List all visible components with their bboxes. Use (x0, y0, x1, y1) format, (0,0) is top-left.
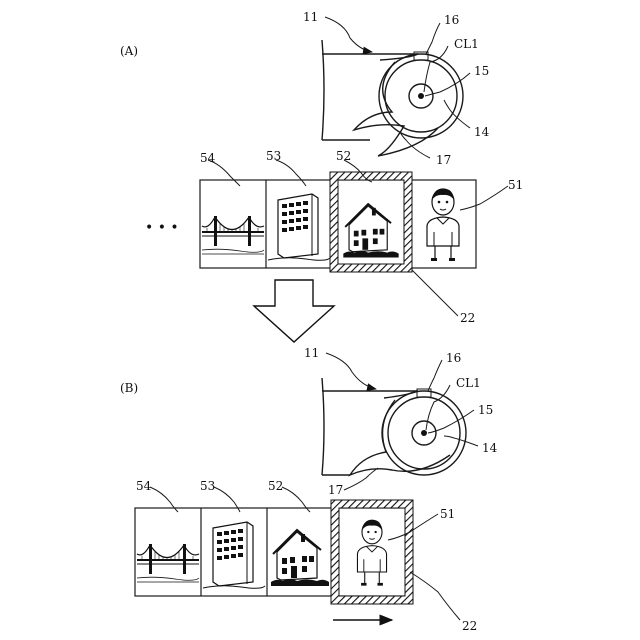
panel-a: (A) 11 16 CL1 15 14 17 (120, 10, 523, 325)
ref-53-a: 53 (266, 149, 281, 163)
ref-51-a: 51 (508, 178, 523, 192)
ref-15-b: 15 (478, 403, 493, 417)
feed-mechanism-b (322, 378, 466, 475)
leader-14-b (444, 436, 478, 446)
photo-person-a (427, 189, 459, 261)
leader-14-a (444, 100, 470, 128)
ellipsis: • • • (145, 220, 179, 236)
feed-mechanism-a (322, 40, 463, 156)
leader-11-b (326, 353, 376, 389)
ref-11-a: 11 (303, 10, 318, 24)
panel-b: (B) 11 16 CL1 15 14 17 (120, 346, 498, 633)
photo-strip-b (135, 500, 413, 604)
photo-building-a (268, 194, 330, 260)
ref-52-b: 52 (268, 479, 283, 493)
ref-52-a: 52 (336, 149, 351, 163)
photo-house-a (343, 204, 398, 257)
section-label-b: (B) (120, 381, 138, 395)
belt-break-line (322, 378, 324, 475)
guide-curl (354, 62, 438, 156)
ref-cl1-a: CL1 (454, 37, 479, 51)
ref-16-b: 16 (446, 351, 461, 365)
ref-11-b: 11 (304, 346, 319, 360)
ref-51-b: 51 (440, 507, 455, 521)
leader-51-a (460, 186, 508, 210)
hub-center (418, 93, 424, 99)
ref-15-a: 15 (474, 64, 489, 78)
hub-center (421, 430, 427, 436)
ref-54-a: 54 (200, 151, 216, 165)
slot (417, 389, 431, 397)
section-label-a: (A) (120, 44, 138, 58)
belt-break-line (322, 40, 324, 140)
photo-building-b (203, 522, 265, 588)
ref-14-b: 14 (482, 441, 498, 455)
ref-54-b: 54 (136, 479, 152, 493)
ref-53-b: 53 (200, 479, 215, 493)
ref-22-a: 22 (460, 311, 475, 325)
down-arrow-icon (254, 280, 334, 342)
leader-16-a (426, 23, 440, 54)
leader-22-b (410, 572, 460, 620)
ref-22-b: 22 (462, 619, 477, 633)
ref-14-a: 14 (474, 125, 490, 139)
ref-cl1-b: CL1 (456, 376, 481, 390)
photo-bridge-b (137, 544, 199, 582)
photo-strip-a (200, 172, 476, 272)
photo-house-b (271, 530, 329, 586)
photo-bridge-a (202, 216, 264, 254)
leader-11-a (325, 17, 372, 52)
photo-person-b (357, 520, 386, 586)
leader-53-a (276, 160, 306, 186)
ref-16-a: 16 (444, 13, 459, 27)
leader-22-a (412, 270, 458, 316)
ref-17-b: 17 (328, 483, 343, 497)
ref-17-a: 17 (436, 153, 451, 167)
leader-16-b (428, 360, 442, 391)
